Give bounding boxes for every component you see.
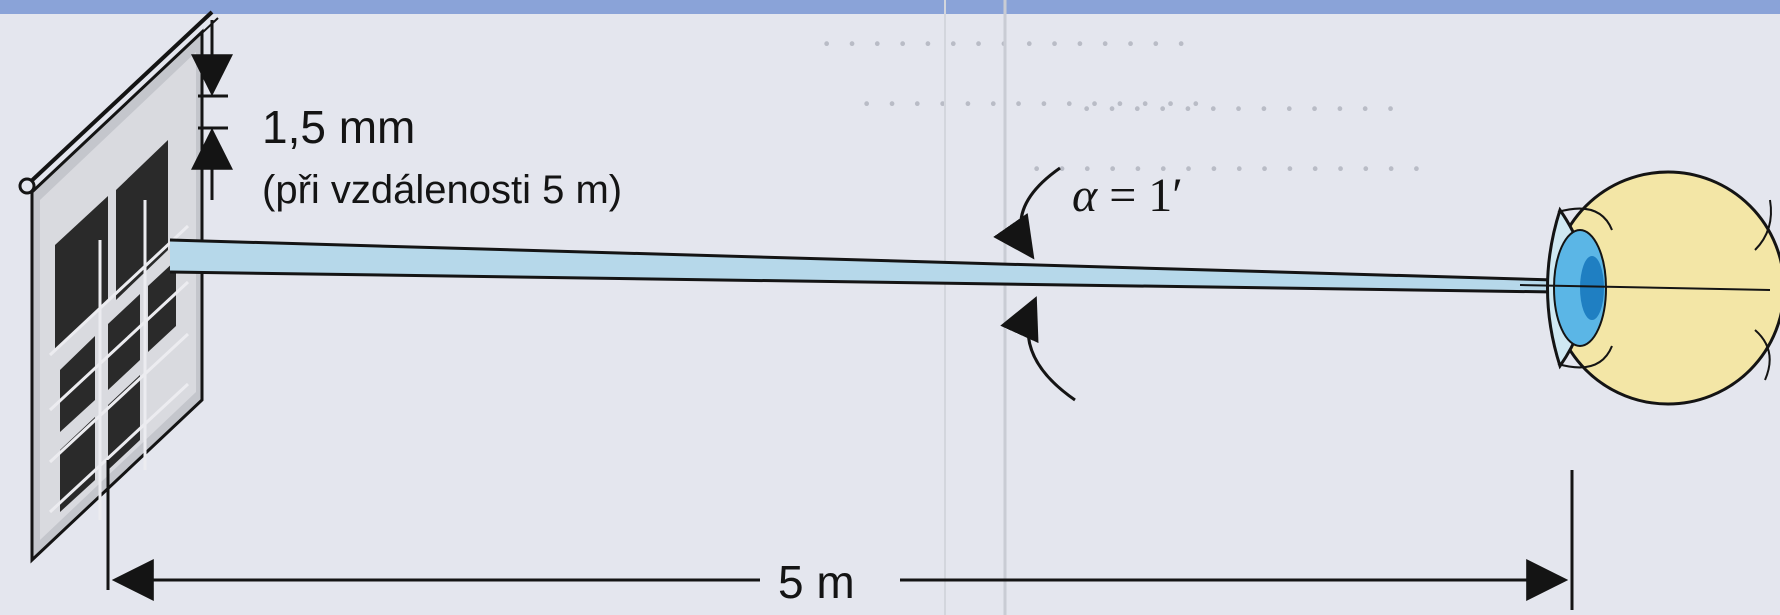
distance-dimension bbox=[106, 460, 1574, 610]
letter-height-dimension bbox=[191, 20, 233, 200]
distance-label: 5 m bbox=[770, 555, 863, 609]
eye-icon bbox=[1519, 170, 1780, 406]
angle-value: = 1′ bbox=[1109, 169, 1183, 222]
angle-arc bbox=[993, 166, 1076, 402]
distance-note-label: (při vzdálenosti 5 m) bbox=[262, 168, 623, 212]
eye-chart-icon bbox=[18, 10, 219, 564]
top-band bbox=[0, 0, 1780, 14]
angle-symbol: α bbox=[1072, 169, 1098, 222]
letter-height-label: 1,5 mm bbox=[262, 101, 416, 153]
visual-beam bbox=[169, 238, 1556, 294]
angle-label: α = 1′ bbox=[1072, 168, 1183, 223]
